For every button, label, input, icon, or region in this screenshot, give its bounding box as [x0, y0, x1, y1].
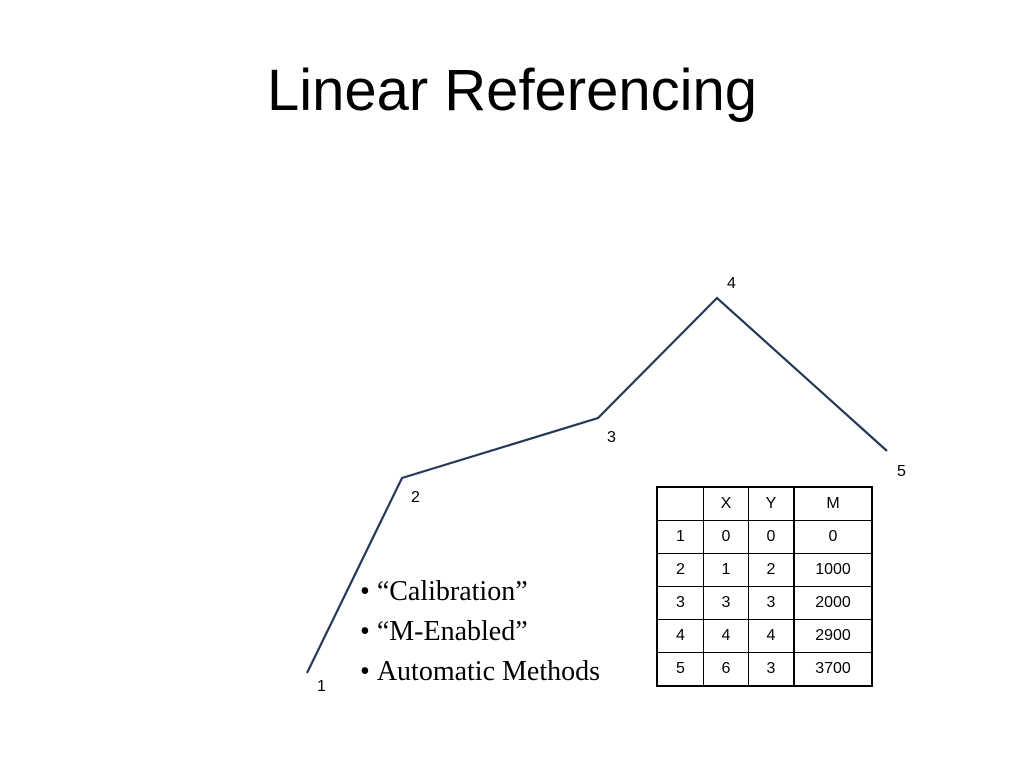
table-cell: 3: [656, 586, 704, 620]
table-header-cell: M: [793, 486, 873, 521]
table-row: 3 3 3 2000: [656, 586, 873, 620]
table-row: 1 0 0 0: [656, 520, 873, 554]
vertex-label-4: 4: [727, 275, 736, 292]
table-cell: 0: [793, 520, 873, 554]
bullet-item: “Calibration”: [360, 572, 600, 612]
vertex-measure-table: X Y M 1 0 0 0 2 1 2 1000 3 3 3 2000 4 4 …: [656, 486, 873, 687]
table-cell: 3700: [793, 652, 873, 687]
table-cell: 2: [656, 553, 704, 587]
table-cell: 4: [703, 619, 749, 653]
table-cell: 2000: [793, 586, 873, 620]
bullet-item: “M-Enabled”: [360, 612, 600, 652]
table-header-cell: [656, 486, 704, 521]
table-cell: 3: [703, 586, 749, 620]
slide-title: Linear Referencing: [266, 58, 758, 123]
table-header-cell: Y: [748, 486, 795, 521]
table-cell: 3: [748, 586, 795, 620]
table-cell: 0: [748, 520, 795, 554]
bullet-item: Automatic Methods: [360, 652, 600, 692]
route-polyline: [306, 296, 888, 674]
table-cell: 4: [656, 619, 704, 653]
table-cell: 6: [703, 652, 749, 687]
table-header-row: X Y M: [656, 486, 873, 521]
table-cell: 2900: [793, 619, 873, 653]
table-row: 5 6 3 3700: [656, 652, 873, 687]
table-cell: 2: [748, 553, 795, 587]
vertex-label-3: 3: [607, 429, 616, 446]
table-header-cell: X: [703, 486, 749, 521]
table-cell: 1: [703, 553, 749, 587]
vertex-label-2: 2: [411, 489, 420, 506]
table-cell: 1000: [793, 553, 873, 587]
table-cell: 5: [656, 652, 704, 687]
table-cell: 1: [656, 520, 704, 554]
table-row: 2 1 2 1000: [656, 553, 873, 587]
table-cell: 4: [748, 619, 795, 653]
table-cell: 3: [748, 652, 795, 687]
vertex-label-5: 5: [897, 463, 906, 480]
table-cell: 0: [703, 520, 749, 554]
table-row: 4 4 4 2900: [656, 619, 873, 653]
vertex-label-1: 1: [317, 678, 326, 695]
bullet-list: “Calibration” “M-Enabled” Automatic Meth…: [360, 572, 600, 692]
